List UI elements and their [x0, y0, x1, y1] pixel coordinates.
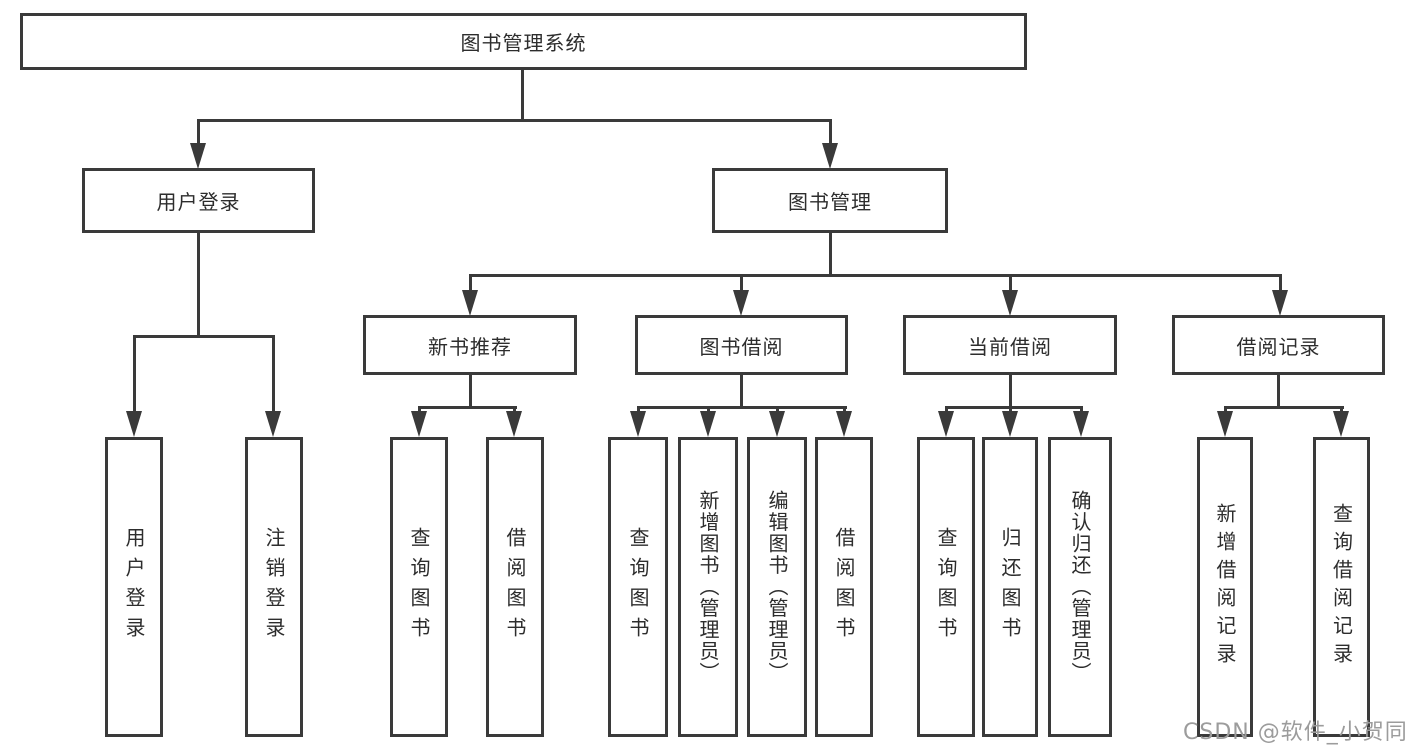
connector-drop-new-book	[469, 274, 472, 293]
connector-drop-user-login	[197, 119, 200, 147]
branch-user-login: 用户登录	[82, 168, 315, 233]
node-current-borrow: 当前借阅	[903, 315, 1117, 375]
arrow-to-cb-return	[1002, 411, 1018, 437]
leaf-query-books-borrow-label: 查询图书	[626, 527, 650, 647]
leaf-return-book: 归还图书	[982, 437, 1038, 737]
arrow-to-borrow-records	[1272, 290, 1288, 316]
connector-drop-book-management	[829, 119, 832, 147]
connector-drop-current-borrow	[1009, 274, 1012, 293]
connector-borrow-records-stub	[1277, 375, 1280, 409]
leaf-add-book-admin-label: 新增图书（管理员）	[696, 490, 720, 684]
connector-drop-cb-confirm	[1080, 406, 1083, 415]
arrow-to-bb-query	[630, 411, 646, 437]
leaf-user-login: 用户登录	[105, 437, 163, 737]
node-book-borrow: 图书借阅	[635, 315, 848, 375]
connector-drop-book-borrow	[740, 274, 743, 293]
node-book-borrow-label: 图书借阅	[699, 334, 784, 359]
connector-root-stub	[521, 70, 524, 121]
leaf-borrow-books-borrow-label: 借阅图书	[832, 527, 856, 647]
connector-borrow-records-distributor	[1224, 406, 1344, 409]
branch-book-management: 图书管理	[712, 168, 948, 233]
connector-drop-leaf-logout	[272, 335, 275, 414]
leaf-borrow-books-recommend: 借阅图书	[486, 437, 544, 737]
leaf-logout-label: 注销登录	[262, 527, 286, 647]
node-new-book-recommend-label: 新书推荐	[428, 334, 512, 359]
arrow-to-br-query	[1333, 411, 1349, 437]
connector-drop-borrow-records	[1279, 274, 1282, 293]
connector-drop-cb-return	[1009, 406, 1012, 415]
leaf-borrow-books-recommend-label: 借阅图书	[503, 527, 527, 647]
leaf-user-login-label: 用户登录	[122, 527, 146, 647]
leaf-edit-book-admin: 编辑图书（管理员）	[747, 437, 807, 737]
connector-drop-nb-query	[418, 406, 421, 415]
connector-book-borrow-distributor	[637, 406, 847, 409]
connector-book-borrow-stub	[740, 375, 743, 409]
leaf-query-books-current-label: 查询图书	[934, 527, 958, 647]
connector-drop-bb-edit	[776, 406, 779, 415]
root-node-label: 图书管理系统	[460, 31, 587, 55]
arrow-to-cb-confirm	[1073, 411, 1089, 437]
csdn-watermark: CSDN @软件_小贺同学	[1183, 720, 1405, 745]
leaf-query-books-recommend: 查询图书	[390, 437, 448, 737]
leaf-query-books-recommend-label: 查询图书	[407, 527, 431, 647]
leaf-return-book-label: 归还图书	[998, 527, 1022, 647]
connector-drop-br-add	[1224, 406, 1227, 415]
connector-drop-bb-add	[707, 406, 710, 415]
branch-user-login-label: 用户登录	[156, 190, 241, 214]
leaf-borrow-books-borrow: 借阅图书	[815, 437, 873, 737]
arrow-to-current-borrow	[1002, 290, 1018, 316]
connector-drop-bb-borrow	[843, 406, 846, 415]
leaf-query-books-borrow: 查询图书	[608, 437, 668, 737]
leaf-confirm-return-admin: 确认归还（管理员）	[1048, 437, 1112, 737]
arrow-to-nb-query	[411, 411, 427, 437]
node-current-borrow-label: 当前借阅	[968, 334, 1052, 359]
arrow-to-book-borrow	[733, 290, 749, 316]
connector-drop-bb-query	[637, 406, 640, 415]
node-borrow-records-label: 借阅记录	[1236, 334, 1321, 359]
node-borrow-records: 借阅记录	[1172, 315, 1385, 375]
connector-new-book-distributor	[418, 406, 517, 409]
leaf-logout: 注销登录	[245, 437, 303, 737]
connector-current-borrow-distributor	[945, 406, 1083, 409]
leaf-query-borrow-record: 查询借阅记录	[1313, 437, 1370, 737]
arrow-to-book-management	[822, 143, 838, 169]
connector-root-distributor	[197, 119, 832, 122]
leaf-add-book-admin: 新增图书（管理员）	[678, 437, 738, 737]
arrow-to-bb-add	[700, 411, 716, 437]
arrow-to-bb-edit	[769, 411, 785, 437]
connector-current-borrow-stub	[1009, 375, 1012, 409]
branch-book-management-label: 图书管理	[788, 190, 872, 214]
connector-drop-cb-query	[945, 406, 948, 415]
leaf-add-borrow-record-label: 新增借阅记录	[1213, 503, 1237, 671]
connector-drop-leaf-login	[133, 335, 136, 414]
connector-drop-br-query	[1340, 406, 1343, 415]
arrow-to-cb-query	[938, 411, 954, 437]
arrow-to-leaf-logout	[265, 411, 281, 437]
connector-drop-nb-borrow	[513, 406, 516, 415]
leaf-add-borrow-record: 新增借阅记录	[1197, 437, 1253, 737]
connector-book-management-stub	[829, 233, 832, 276]
connector-book-management-distributor	[469, 274, 1282, 277]
arrow-to-br-add	[1217, 411, 1233, 437]
leaf-confirm-return-admin-label: 确认归还（管理员）	[1068, 490, 1092, 684]
arrow-to-nb-borrow	[506, 411, 522, 437]
connector-user-login-distributor	[133, 335, 275, 338]
connector-user-login-stub	[197, 233, 200, 337]
root-node-library-system: 图书管理系统	[20, 13, 1027, 70]
leaf-edit-book-admin-label: 编辑图书（管理员）	[765, 490, 789, 684]
leaf-query-borrow-record-label: 查询借阅记录	[1329, 503, 1354, 671]
arrow-to-leaf-login	[126, 411, 142, 437]
connector-new-book-stub	[469, 375, 472, 409]
leaf-query-books-current: 查询图书	[917, 437, 975, 737]
arrow-to-user-login	[190, 143, 206, 169]
arrow-to-bb-borrow	[836, 411, 852, 437]
node-new-book-recommend: 新书推荐	[363, 315, 577, 375]
arrow-to-new-book	[462, 290, 478, 316]
